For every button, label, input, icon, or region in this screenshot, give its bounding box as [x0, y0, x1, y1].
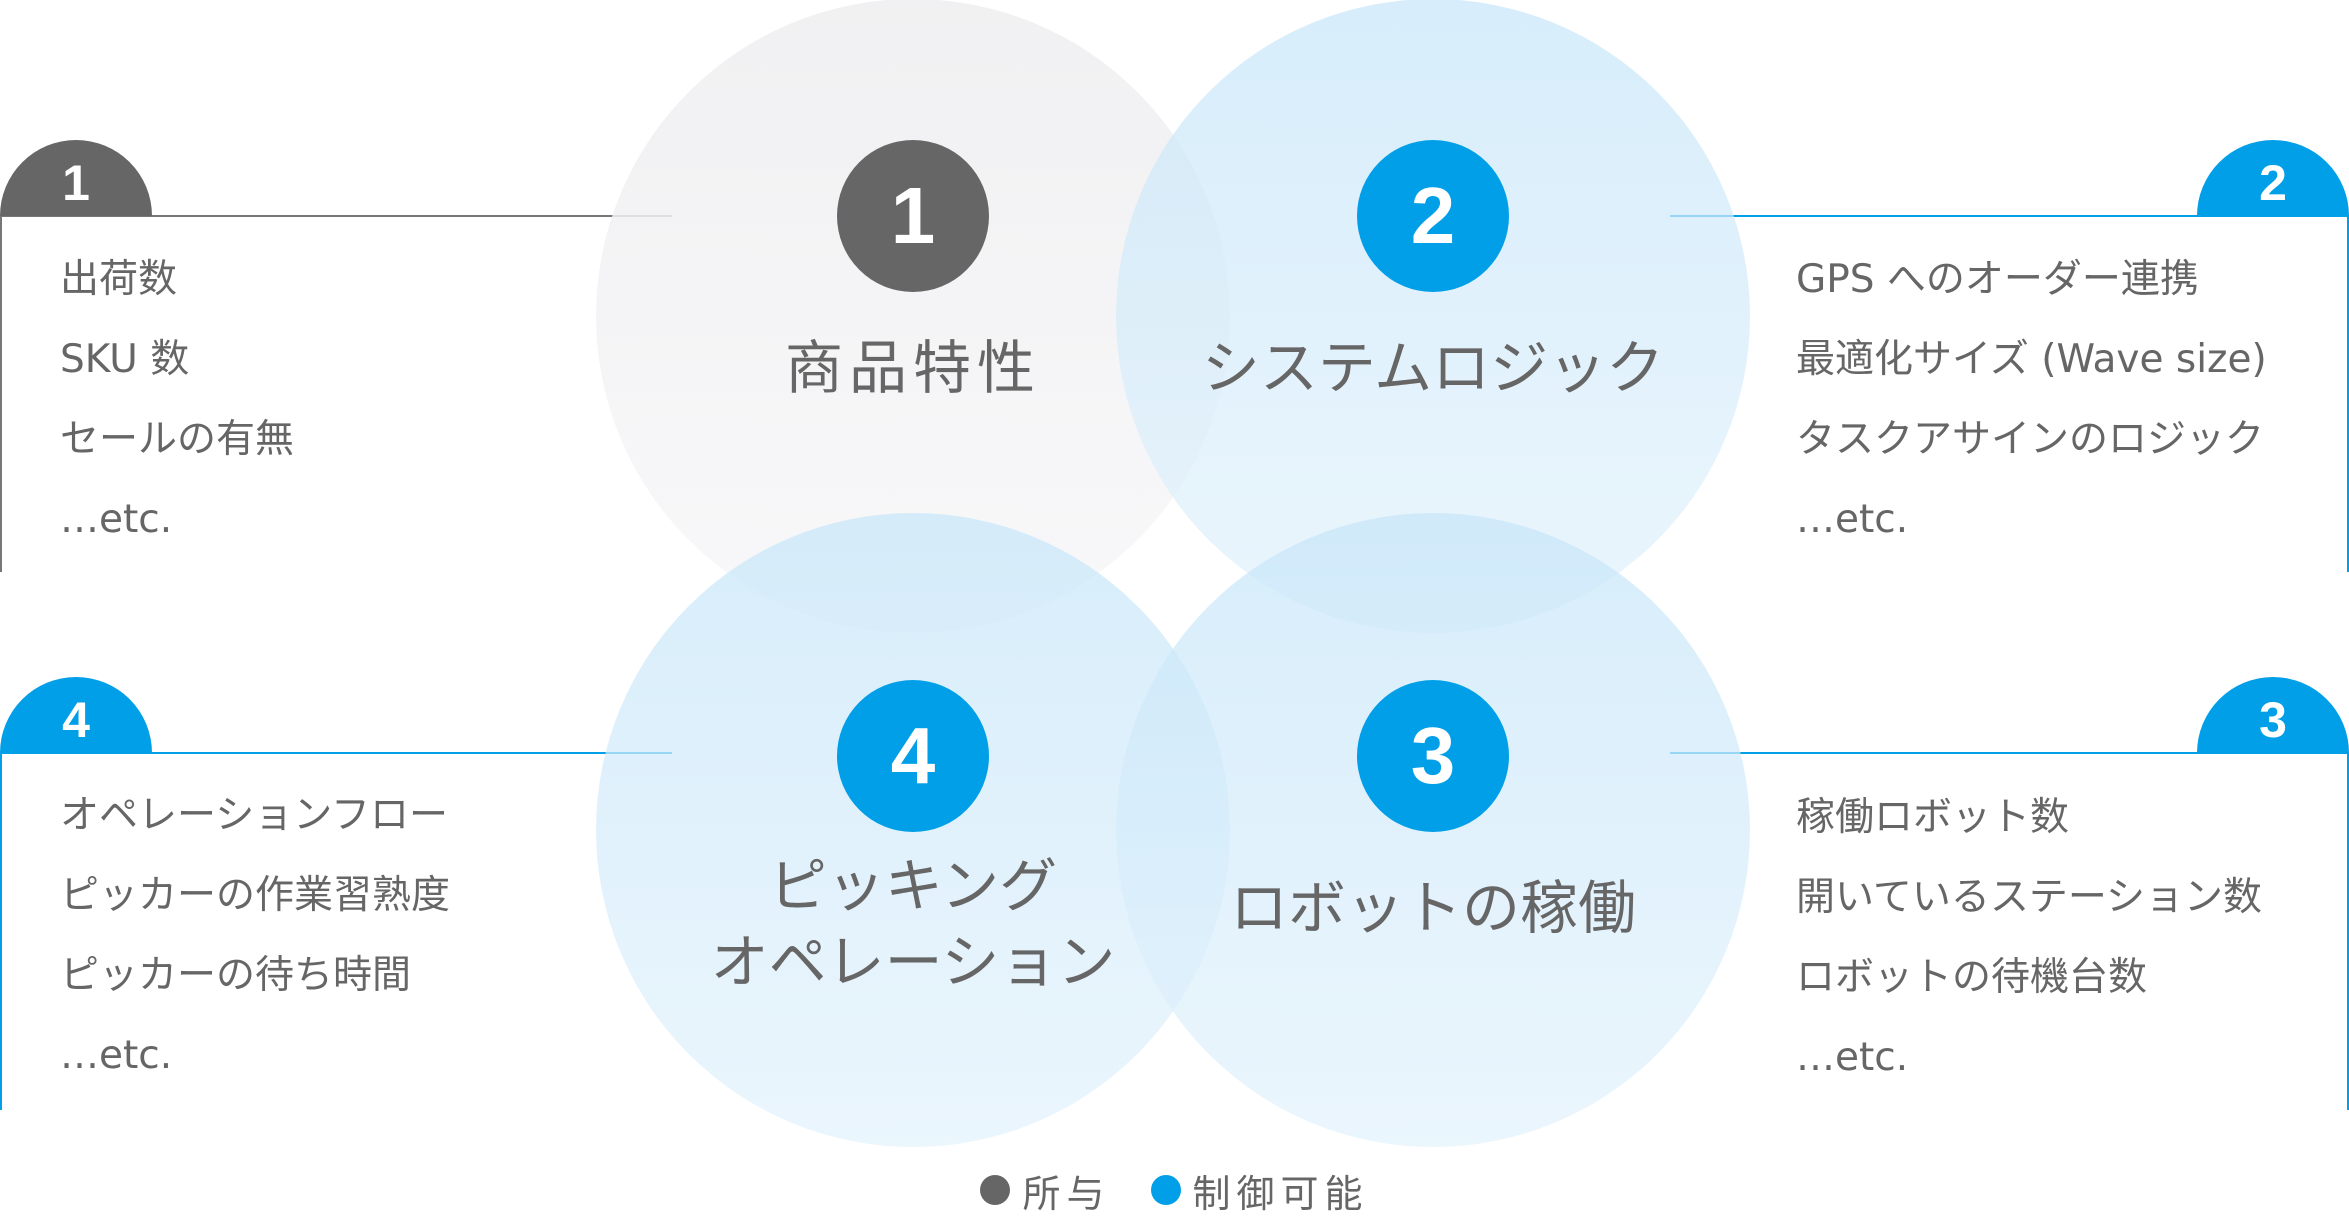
legend-item-controllable: 制御可能: [1150, 1163, 1369, 1218]
detail-item: …etc.: [1796, 1035, 1909, 1080]
legend: 所与 制御可能: [0, 1160, 2349, 1220]
detail-item: ピッカーの待ち時間: [60, 953, 412, 998]
detail-item: …etc.: [1796, 497, 1909, 542]
detail-list-2: GPS へのオーダー連携 最適化サイズ (Wave size) タスクアサインの…: [1796, 240, 2267, 560]
circle-title-4-line: ピッキング: [768, 852, 1058, 920]
detail-list-3: 稼働ロボット数 開いているステーション数 ロボットの待機台数 …etc.: [1796, 778, 2262, 1098]
detail-item: …etc.: [60, 497, 173, 542]
legend-label-given: 所与: [1022, 1171, 1111, 1216]
detail-item: 出荷数: [60, 257, 178, 302]
detail-item: ロボットの待機台数: [1796, 955, 2148, 1000]
detail-item: GPS へのオーダー連携: [1796, 257, 2199, 302]
number-badge-1: 1: [837, 140, 989, 292]
detail-item: 最適化サイズ (Wave size): [1796, 337, 2267, 382]
legend-dot-gray-icon: [980, 1175, 1011, 1205]
circle-title-1: 商品特性: [784, 334, 1041, 402]
circle-title-4-line: オペレーション: [710, 928, 1116, 996]
detail-list-1: 出荷数 SKU 数 セールの有無 …etc.: [60, 240, 294, 560]
detail-list-4: オペレーションフロー ピッカーの作業習熟度 ピッカーの待ち時間 …etc.: [60, 776, 450, 1096]
circle-title-3: ロボットの稼働: [1229, 874, 1636, 942]
legend-label-controllable: 制御可能: [1192, 1171, 1369, 1216]
number-badge-4: 4: [837, 680, 989, 832]
circle-product-characteristics: [596, 0, 1230, 633]
detail-item: ピッカーの作業習熟度: [60, 873, 451, 918]
legend-dot-blue-icon: [1150, 1175, 1181, 1205]
detail-item: セールの有無: [60, 417, 295, 462]
detail-item: 稼働ロボット数: [1796, 795, 2070, 840]
detail-item: オペレーションフロー: [60, 793, 449, 838]
legend-item-given: 所与: [980, 1163, 1110, 1218]
detail-item: タスクアサインのロジック: [1796, 417, 2265, 462]
number-badge-3: 3: [1357, 680, 1509, 832]
detail-item: 開いているステーション数: [1796, 875, 2263, 920]
circle-system-logic: [1116, 0, 1750, 633]
detail-item: …etc.: [60, 1033, 173, 1078]
detail-item: SKU 数: [60, 337, 190, 382]
number-badge-2: 2: [1357, 140, 1509, 292]
circle-title-2: システムロジック: [1201, 334, 1665, 402]
circle-title-4: ピッキング オペレーション: [663, 848, 1163, 1000]
